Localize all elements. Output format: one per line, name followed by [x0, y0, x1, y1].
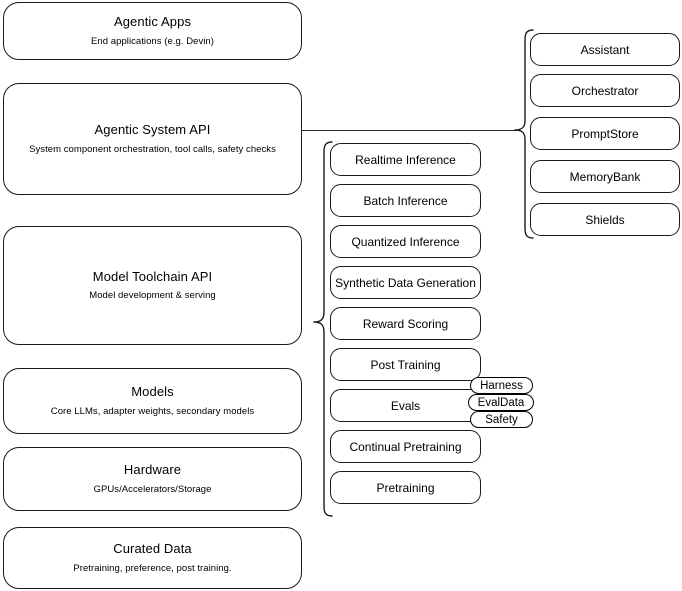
chip-label: Continual Pretraining — [349, 439, 462, 454]
chip-label: Quantized Inference — [351, 234, 460, 249]
pill-label: EvalData — [477, 396, 525, 409]
layer-subtitle: Core LLMs, adapter weights, secondary mo… — [50, 405, 255, 417]
chip-synthetic-data-generation[interactable]: Synthetic Data Generation — [330, 266, 481, 299]
pill-evaldata[interactable]: EvalData — [468, 394, 534, 411]
chip-continual-pretraining[interactable]: Continual Pretraining — [330, 430, 481, 463]
layer-subtitle: GPUs/Accelerators/Storage — [93, 483, 212, 495]
brace-agentic-components — [514, 28, 534, 240]
connector-agentic-system-to-components — [302, 130, 516, 132]
chip-label: Realtime Inference — [355, 152, 456, 167]
chip-batch-inference[interactable]: Batch Inference — [330, 184, 481, 217]
chip-assistant[interactable]: Assistant — [530, 33, 680, 66]
chip-pretraining[interactable]: Pretraining — [330, 471, 481, 504]
layer-subtitle: Model development & serving — [89, 290, 216, 302]
chip-label: Evals — [390, 398, 421, 413]
chip-label: Post Training — [370, 357, 441, 372]
layer-title: Hardware — [123, 462, 182, 478]
chip-label: Batch Inference — [363, 193, 448, 208]
chip-orchestrator[interactable]: Orchestrator — [530, 74, 680, 107]
chip-memorybank[interactable]: MemoryBank — [530, 160, 680, 193]
layer-title: Agentic System API — [94, 122, 211, 138]
chip-realtime-inference[interactable]: Realtime Inference — [330, 143, 481, 176]
layer-box-curated-data[interactable]: Curated Data Pretraining, preference, po… — [3, 527, 302, 589]
pill-harness[interactable]: Harness — [470, 377, 533, 394]
chip-label: PromptStore — [571, 126, 639, 141]
layer-title: Model Toolchain API — [92, 268, 213, 284]
chip-promptstore[interactable]: PromptStore — [530, 117, 680, 150]
layer-box-models[interactable]: Models Core LLMs, adapter weights, secon… — [3, 368, 302, 434]
chip-reward-scoring[interactable]: Reward Scoring — [330, 307, 481, 340]
chip-label: Pretraining — [376, 480, 435, 495]
layer-subtitle: System component orchestration, tool cal… — [29, 143, 276, 155]
chip-evals[interactable]: Evals — [330, 389, 481, 422]
chip-label: Assistant — [580, 42, 630, 57]
chip-label: Orchestrator — [571, 83, 639, 98]
chip-label: MemoryBank — [569, 169, 641, 184]
layer-subtitle: Pretraining, preference, post training. — [73, 562, 232, 574]
chip-label: Shields — [585, 212, 625, 227]
chip-shields[interactable]: Shields — [530, 203, 680, 236]
chip-label: Synthetic Data Generation — [335, 275, 476, 290]
layer-box-model-toolchain-api[interactable]: Model Toolchain API Model development & … — [3, 226, 302, 345]
chip-label: Reward Scoring — [362, 316, 449, 331]
brace-toolchain — [313, 140, 333, 518]
chip-quantized-inference[interactable]: Quantized Inference — [330, 225, 481, 258]
pill-label: Harness — [480, 379, 523, 392]
pill-safety[interactable]: Safety — [470, 411, 533, 428]
layer-title: Models — [131, 384, 174, 400]
layer-subtitle: End applications (e.g. Devin) — [91, 35, 214, 47]
chip-post-training[interactable]: Post Training — [330, 348, 481, 381]
layer-box-agentic-apps[interactable]: Agentic Apps End applications (e.g. Devi… — [3, 2, 302, 60]
layer-box-hardware[interactable]: Hardware GPUs/Accelerators/Storage — [3, 447, 302, 511]
pill-label: Safety — [485, 413, 518, 426]
layer-box-agentic-system-api[interactable]: Agentic System API System component orch… — [3, 83, 302, 195]
layer-title: Agentic Apps — [113, 14, 192, 30]
layer-title: Curated Data — [113, 541, 192, 557]
